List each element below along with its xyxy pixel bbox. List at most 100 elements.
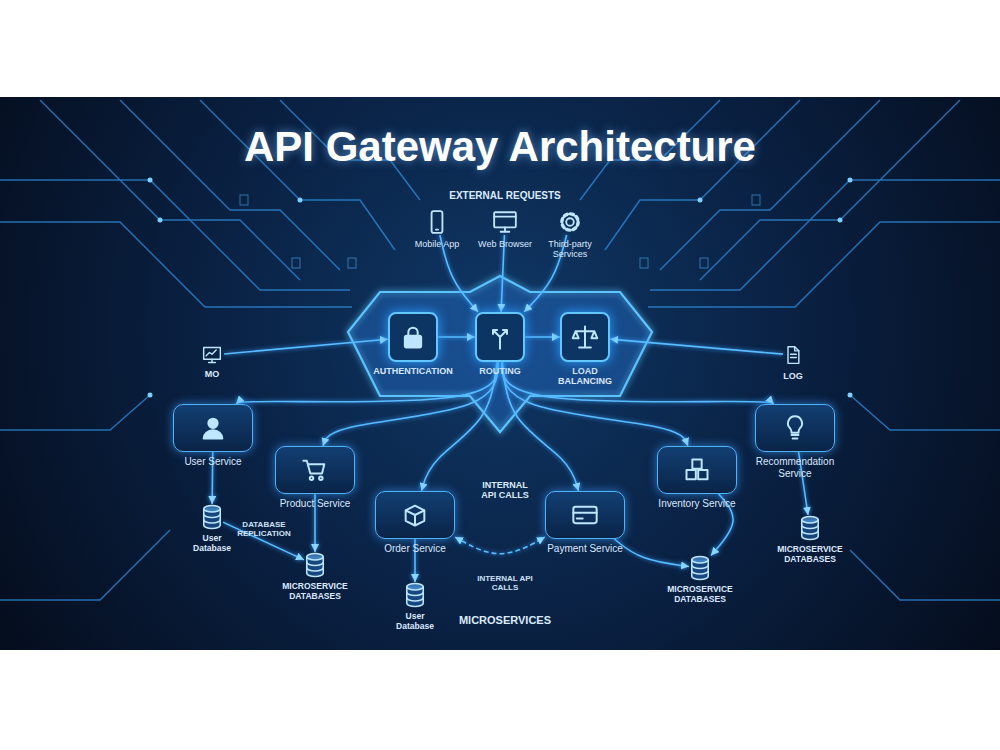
connector-arrow <box>610 339 783 354</box>
icon-glyph <box>788 416 802 438</box>
icon-group <box>788 416 802 438</box>
connector-arrow <box>614 539 689 567</box>
icon-glyph <box>204 514 221 523</box>
icon-graphic <box>683 456 711 484</box>
circuit-trace <box>850 395 1000 430</box>
circuit-trace <box>0 530 170 600</box>
gateway-hexagon <box>348 276 652 432</box>
document-glyph <box>700 258 708 268</box>
connector-label: INTERNAL API CALLS <box>465 575 545 593</box>
service-box: Recommendation Service <box>750 404 840 479</box>
gateway-function-outline <box>560 312 610 362</box>
connector-arrow <box>525 336 560 338</box>
service-box: Product Service <box>265 446 365 510</box>
icon-glyph <box>204 430 223 438</box>
node-label: MICROSERVICE DATABASES <box>270 582 360 602</box>
icon-glyph <box>573 513 596 519</box>
icon-glyph <box>307 554 324 560</box>
icon-glyph <box>493 330 507 349</box>
client-icon: Mobile App <box>407 209 467 249</box>
icon-glyph <box>566 218 574 226</box>
node-label: LOG <box>773 371 813 381</box>
icon-glyph <box>310 476 314 480</box>
node-label: Product Service <box>265 498 365 510</box>
client-icon: Third-party Services <box>540 209 600 260</box>
icon-graphic <box>304 552 326 578</box>
document-glyph <box>348 258 356 268</box>
icon-graphic <box>399 323 427 351</box>
gateway-function: ROUTING <box>465 312 535 376</box>
icon-group <box>303 461 324 480</box>
icon-group <box>204 419 223 439</box>
icon-graphic <box>486 323 514 351</box>
icon-group <box>405 328 421 348</box>
circuit-traces <box>0 100 1000 600</box>
client-icon-outline <box>424 209 450 235</box>
icon-group <box>307 554 324 577</box>
service-box: Order Service <box>365 491 465 555</box>
icon-glyph <box>802 525 819 534</box>
gateway-function: AUTHENTICATION <box>368 312 458 376</box>
circuit-dot <box>148 393 153 398</box>
icon-graphic <box>490 209 520 235</box>
database-cylinder: User Database <box>185 504 240 554</box>
dark-panel <box>0 97 1000 650</box>
log-icon: LOG <box>773 343 813 381</box>
icon-group <box>204 506 221 529</box>
section-label: EXTERNAL REQUESTS <box>395 190 615 202</box>
node-label: ROUTING <box>465 366 535 376</box>
diagram-title: API Gateway Architecture <box>0 123 1000 171</box>
service-box-outline <box>173 404 253 452</box>
client-icon: Web Browser <box>470 209 540 249</box>
icon-glyph <box>432 211 443 233</box>
connector-arrow <box>422 362 497 491</box>
node-label: User Database <box>185 534 240 554</box>
icon-glyph <box>407 592 424 601</box>
icon-graphic <box>401 501 429 529</box>
database-cylinder: MICROSERVICE DATABASES <box>655 555 745 605</box>
circuit-dot <box>848 178 853 183</box>
icon-glyph <box>687 470 696 479</box>
node-label: Mobile App <box>407 239 467 249</box>
circuit-trace <box>605 100 800 250</box>
icon-group <box>692 557 709 580</box>
node-label: MICROSERVICE DATABASES <box>765 545 855 565</box>
icon-graphic <box>783 343 803 367</box>
connector-arrow <box>455 537 545 554</box>
database-cylinder: User Database <box>388 582 443 632</box>
node-label: MO <box>192 369 232 379</box>
icon-glyph <box>692 460 701 469</box>
icon-group <box>573 507 596 523</box>
node-label: AUTHENTICATION <box>368 366 458 376</box>
icon-glyph <box>436 229 438 231</box>
icon-glyph <box>405 336 421 348</box>
log-icon-outline <box>783 343 803 367</box>
connector-arrow <box>502 362 774 404</box>
monitor-icon-outline <box>200 345 224 365</box>
gateway-function-outline <box>475 312 525 362</box>
circuit-trace <box>650 180 1000 290</box>
icon-graphic <box>200 345 224 365</box>
circuit-trace <box>0 222 352 307</box>
circuit-trace <box>648 222 1000 307</box>
icon-glyph <box>692 565 709 574</box>
connector-arrow <box>224 339 388 354</box>
document-glyph <box>292 258 300 268</box>
icon-glyph <box>573 507 596 523</box>
icon-glyph <box>406 506 425 526</box>
circuit-dot <box>848 393 853 398</box>
icon-glyph <box>407 584 424 590</box>
gateway-function-outline <box>388 312 438 362</box>
node-label: Payment Service <box>535 543 635 555</box>
icon-graphic <box>424 209 450 235</box>
icon-group <box>406 506 425 526</box>
icon-glyph <box>692 557 709 563</box>
flow-label: INTERNAL API CALLS <box>474 480 536 501</box>
icon-graphic <box>557 209 583 235</box>
icon-glyph <box>698 470 707 479</box>
connector-arrow <box>223 522 304 560</box>
icon-glyph <box>494 212 516 227</box>
icon-graphic <box>799 515 821 541</box>
